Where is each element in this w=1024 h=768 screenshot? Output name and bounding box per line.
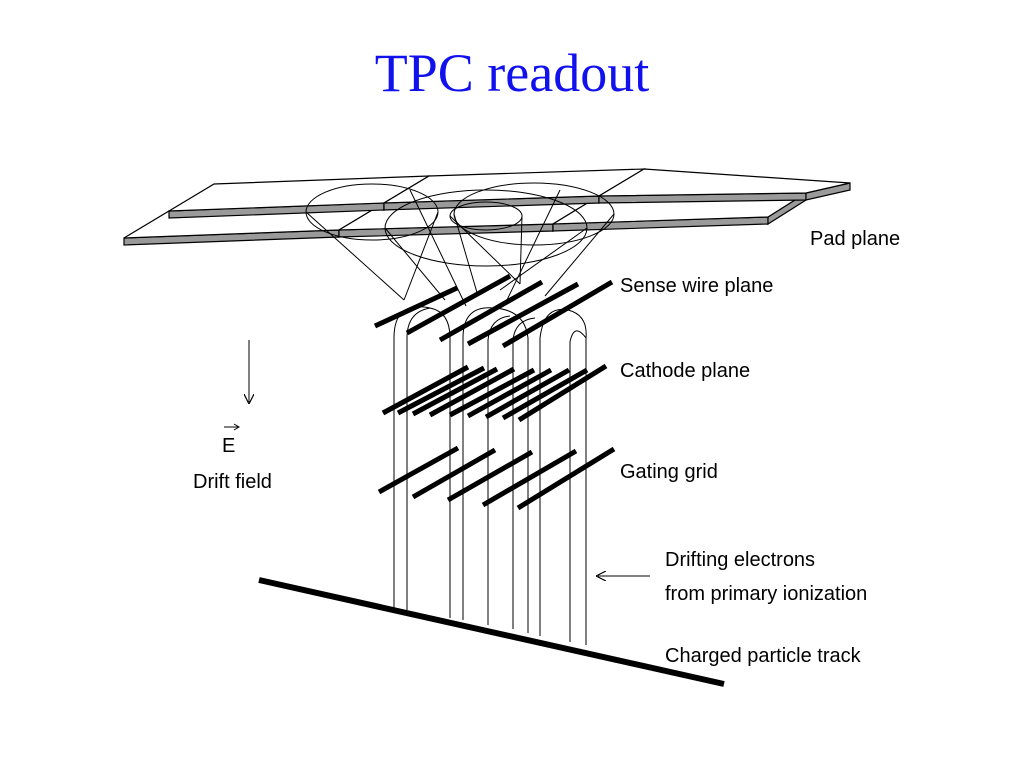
pad-plane-label: Pad plane — [810, 228, 900, 250]
sense-wire-plane — [373, 273, 614, 349]
induction-cones — [305, 182, 615, 307]
cathode-plane — [381, 363, 608, 423]
charged-particle-track — [258, 577, 725, 687]
drifting-electrons-label-line2: from primary ionization — [665, 583, 867, 605]
drifting-electrons-label-line1: Drifting electrons — [665, 549, 815, 571]
slide-title: TPC readout — [374, 43, 650, 103]
cathode-plane-label: Cathode plane — [620, 360, 750, 382]
gating-grid-label: Gating grid — [620, 461, 718, 483]
sense-wire-plane-label: Sense wire plane — [620, 275, 773, 297]
field-symbol-label: E — [222, 435, 235, 457]
gating-grid — [377, 445, 616, 511]
vector-arrowhead — [233, 423, 240, 431]
charged-particle-track-label: Charged particle track — [665, 645, 862, 667]
drift-field-label: Drift field — [193, 471, 272, 493]
pad-segment — [596, 168, 851, 204]
pad-plane — [123, 167, 851, 246]
drift-lines — [393, 306, 587, 645]
